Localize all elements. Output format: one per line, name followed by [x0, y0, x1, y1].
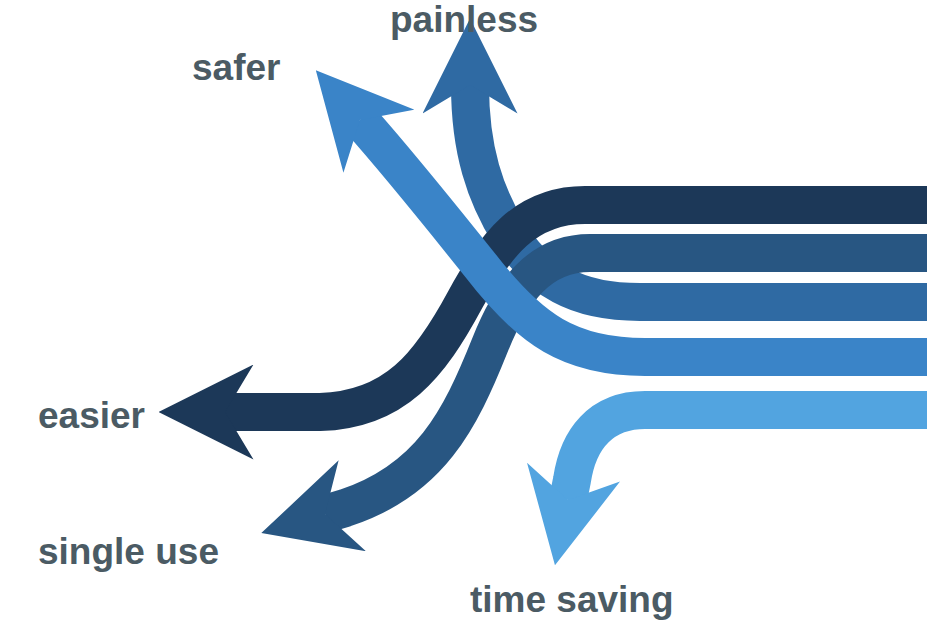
time-saving-arrow: [568, 410, 927, 500]
arrow-label: painless: [390, 0, 538, 40]
arrow-label: safer: [192, 48, 280, 88]
arrow-label: time saving: [470, 580, 674, 620]
arrow-label: single use: [38, 532, 219, 572]
safer-arrow: [360, 120, 927, 357]
arrow-label: easier: [38, 396, 145, 436]
single-use-arrow: [325, 253, 927, 514]
